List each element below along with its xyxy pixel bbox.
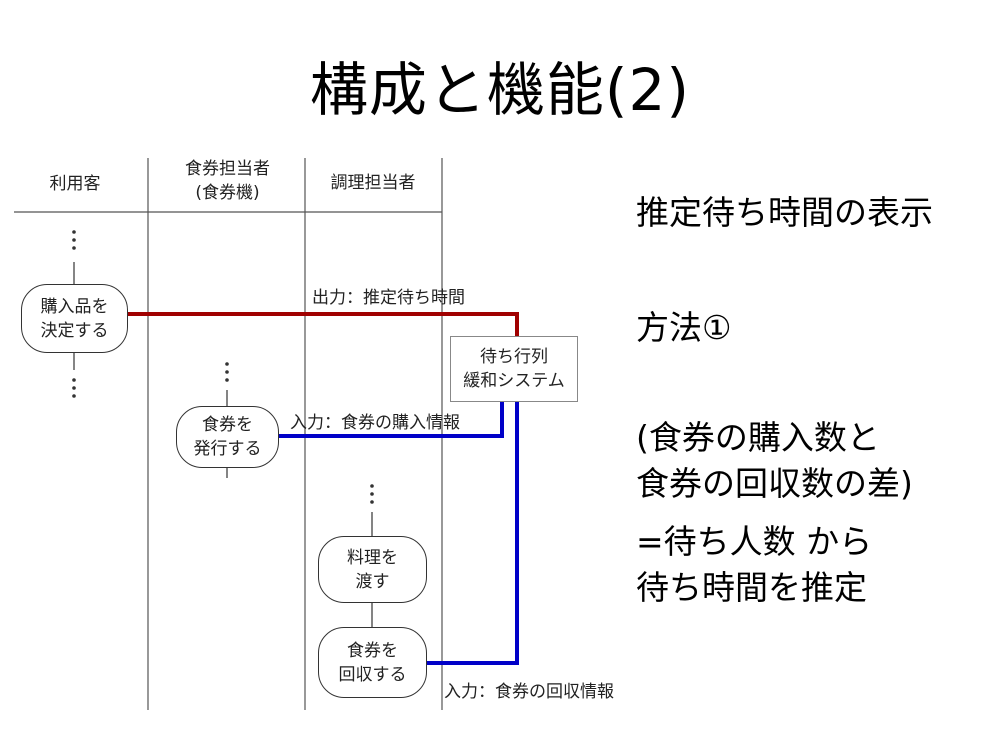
lane-header-ticket-staff-line1: 食券担当者 (185, 159, 270, 179)
flow-label-purchase-input: 入力：食券の購入情報 (290, 413, 460, 433)
process-issue: 食券を 発行する (176, 406, 279, 468)
output-flow-line (128, 312, 519, 336)
flow-label-output: 出力：推定待ち時間 (312, 288, 465, 308)
lane-header-ticket-staff-line2: (食券機) (195, 183, 260, 203)
ticket-lane-ellipsis (225, 362, 229, 382)
collect-input-flow-line (427, 402, 519, 665)
purchase-input-flow-line (279, 402, 504, 438)
customer-lane-ellipsis-top (72, 230, 76, 250)
lane-header-cook: 調理担当者 (330, 173, 416, 193)
system-label-line1: 待ち行列 (480, 347, 548, 367)
side-line-4: 待ち時間を推定 (636, 568, 867, 607)
process-hand-over: 料理を 渡す (318, 536, 427, 603)
process-issue-line2: 発行する (193, 439, 262, 459)
flow-label-collect-input: 入力：食券の回収情報 (444, 682, 614, 702)
lane-header-customer: 利用客 (49, 174, 101, 194)
process-issue-line1: 食券を (202, 415, 253, 435)
side-method: 方法① (636, 308, 732, 347)
page-title: 構成と機能(2) (309, 56, 691, 124)
process-hand-over-line2: 渡す (355, 571, 390, 592)
process-decide: 購入品を 決定する (21, 284, 128, 353)
side-line-1: (食券の購入数と (636, 418, 880, 457)
queue-relief-system: 待ち行列 緩和システム (450, 336, 578, 402)
process-collect-line1: 食券を (347, 640, 398, 661)
side-line-3: =待ち人数 から (636, 522, 873, 561)
process-collect: 食券を 回収する (318, 627, 427, 698)
cook-lane-ellipsis (370, 484, 374, 504)
process-collect-line2: 回収する (338, 664, 407, 685)
process-hand-over-line1: 料理を (347, 547, 398, 568)
side-heading: 推定待ち時間の表示 (636, 193, 933, 232)
system-label-line2: 緩和システム (463, 371, 565, 391)
process-decide-line1: 購入品を (40, 296, 109, 317)
customer-lane-ellipsis-bottom (72, 378, 76, 398)
side-line-2: 食券の回収数の差) (636, 464, 913, 503)
process-decide-line2: 決定する (40, 320, 109, 341)
